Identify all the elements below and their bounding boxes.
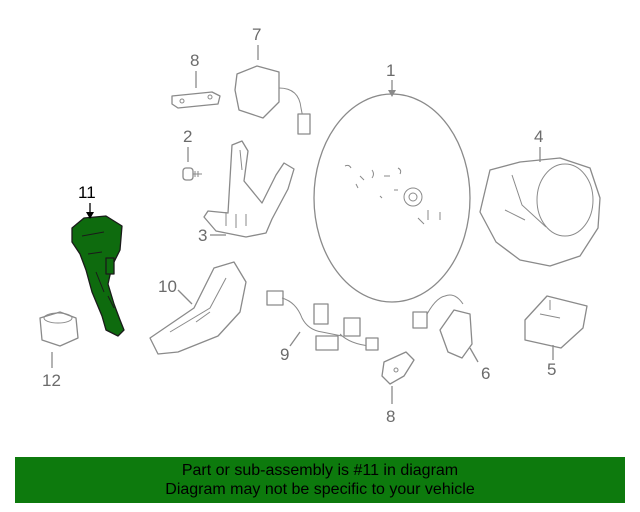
callout-9: 9 [280,345,289,364]
part-2-screw[interactable] [182,167,202,181]
callout-4: 4 [534,127,543,146]
footer-line-1: Part or sub-assembly is #11 in diagram [181,462,459,479]
callout-2: 2 [183,127,192,146]
callout-8-top: 8 [190,51,199,70]
part-4-rear-cover[interactable] [479,157,601,267]
leader-1-arrowhead [388,90,396,97]
callout-5: 5 [547,360,556,379]
part-11-highlighted[interactable] [71,215,125,337]
leader-9 [289,331,301,347]
callout-6: 6 [481,364,490,383]
callout-8-bottom: 8 [386,407,395,426]
part-10-trim-cover[interactable] [149,261,247,355]
part-9-harness[interactable] [266,290,379,351]
leader-10 [177,289,193,305]
leader-11-arrowhead [86,212,94,219]
footer-banner: Part or sub-assembly is #11 in diagram D… [15,457,625,503]
callout-12: 12 [42,371,61,390]
leader-6 [469,347,479,363]
part-7-switch[interactable] [234,65,311,135]
callout-10: 10 [158,277,177,296]
callout-1: 1 [386,61,395,80]
part-3-bracket[interactable] [203,140,295,238]
footer-line-2: Diagram may not be specific to your vehi… [165,481,475,498]
callout-3: 3 [198,226,207,245]
part-1-airbag-cover[interactable] [313,93,471,303]
callout-7: 7 [252,25,261,44]
callout-11: 11 [78,183,96,202]
part-12-bushing[interactable] [39,311,79,347]
part-8-bracket-bottom[interactable] [381,351,415,385]
part-8-plate-top[interactable] [171,91,221,109]
part-6-switch[interactable] [412,294,473,359]
part-5-bracket[interactable] [524,295,588,349]
